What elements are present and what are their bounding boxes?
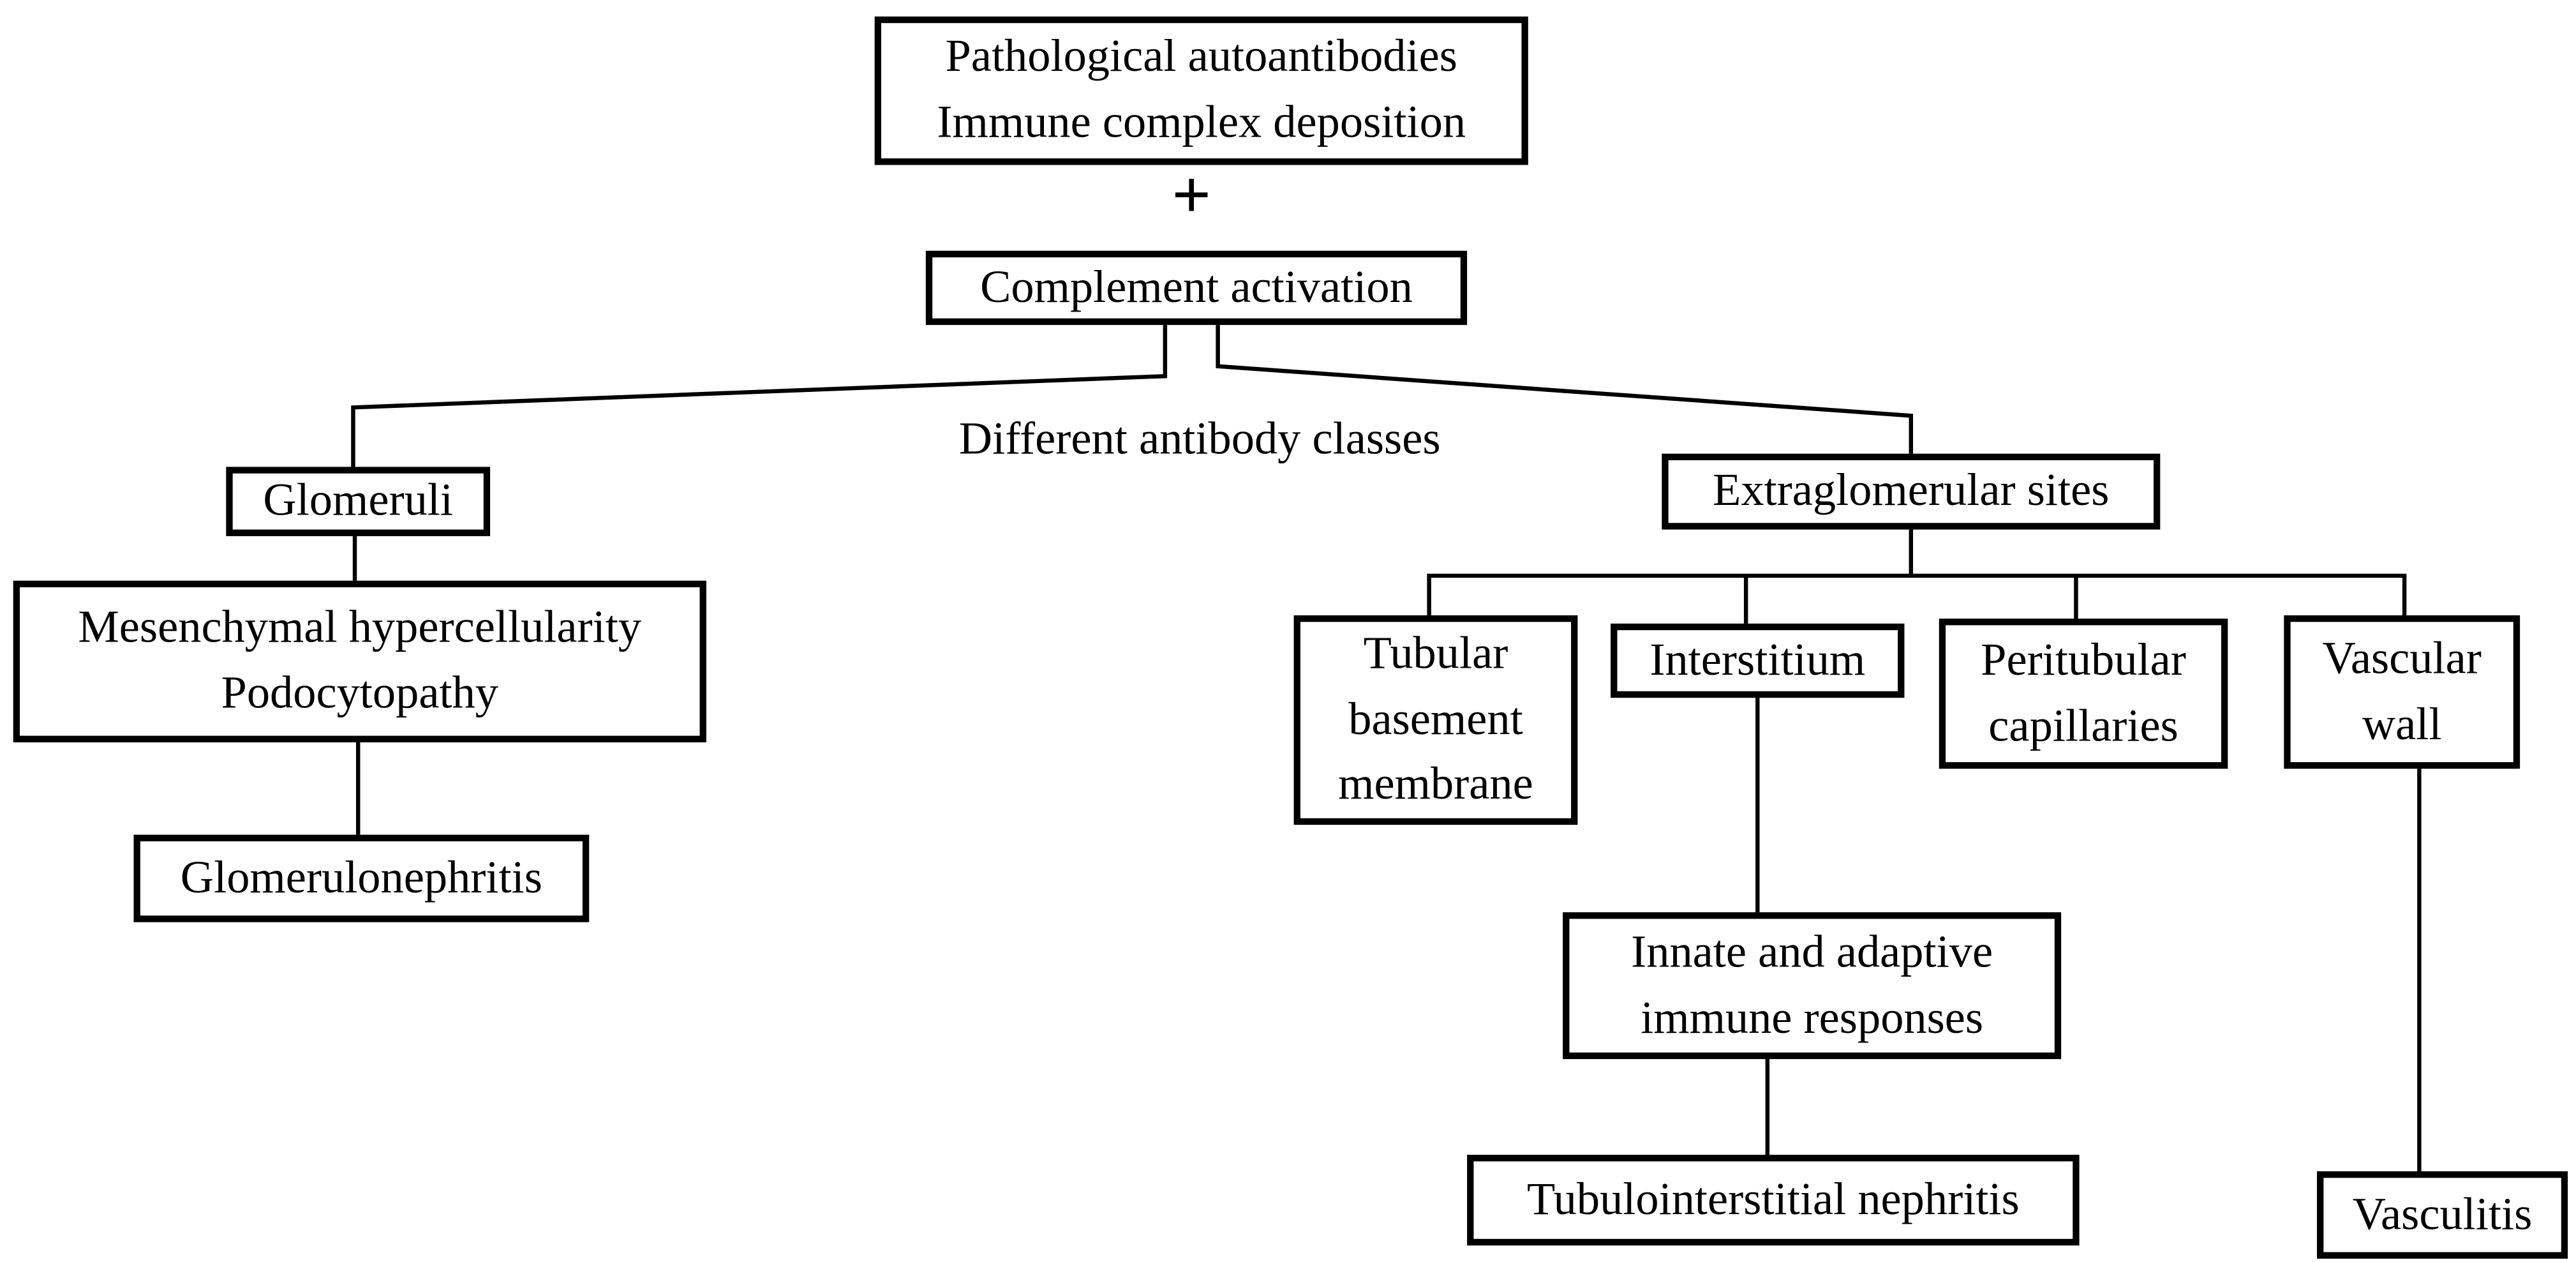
node-tubular-basement-membrane: Tubular basement membrane	[1293, 615, 1578, 825]
node-extraglomerular-sites: Extraglomerular sites	[1662, 453, 2161, 530]
node-glomerulonephritis-label: Glomerulonephritis	[180, 852, 542, 904]
node-interstitium: Interstitium	[1611, 623, 1905, 698]
node-tubular-line-2: basement	[1348, 694, 1523, 746]
node-mesenchymal-line-2: Podocytopathy	[221, 668, 499, 719]
node-complement-activation: Complement activation	[925, 250, 1468, 326]
node-peritubular-line-1: Peritubular	[1981, 635, 2186, 686]
node-innate-line-2: immune responses	[1641, 992, 1984, 1044]
node-mesenchymal-line-1: Mesenchymal hypercellularity	[78, 602, 642, 654]
node-innate-adaptive-immune-responses: Innate and adaptive immune responses	[1563, 912, 2062, 1060]
node-tubulointerstitial-nephritis: Tubulointerstitial nephritis	[1467, 1155, 2080, 1246]
label-different-antibody-classes: Different antibody classes	[958, 414, 1441, 465]
node-tubulointerstitial-label: Tubulointerstitial nephritis	[1526, 1174, 2020, 1226]
node-glomeruli: Glomeruli	[226, 467, 491, 536]
node-vascular-line-2: wall	[2362, 698, 2442, 750]
node-tubular-line-3: membrane	[1338, 759, 1533, 811]
node-pathological-line-1: Pathological autoantibodies	[945, 31, 1457, 83]
node-glomeruli-label: Glomeruli	[263, 475, 454, 527]
node-peritubular-capillaries: Peritubular capillaries	[1939, 619, 2228, 769]
node-complement-label: Complement activation	[980, 261, 1413, 313]
node-interstitium-label: Interstitium	[1649, 634, 1866, 686]
node-mesenchymal-hypercellularity: Mesenchymal hypercellularity Podocytopat…	[13, 580, 706, 742]
node-vascular-line-1: Vascular	[2322, 633, 2482, 684]
edge-complement-glomeruli	[351, 325, 1168, 474]
node-vasculitis: Vasculitis	[2317, 1171, 2568, 1259]
node-innate-line-1: Innate and adaptive	[1631, 926, 1993, 978]
node-glomerulonephritis: Glomerulonephritis	[133, 834, 590, 922]
node-vasculitis-label: Vasculitis	[2352, 1189, 2533, 1240]
node-tubular-line-1: Tubular	[1363, 628, 1508, 680]
node-vascular-wall: Vascular wall	[2284, 615, 2520, 769]
node-peritubular-line-2: capillaries	[1988, 700, 2178, 752]
node-pathological-line-2: Immune complex deposition	[937, 97, 1466, 149]
plus-operator: +	[1172, 158, 1212, 234]
node-pathological-autoantibodies: Pathological autoantibodies Immune compl…	[874, 16, 1528, 165]
edge-complement-extraglomerular	[1216, 325, 1914, 461]
node-extraglomerular-label: Extraglomerular sites	[1713, 465, 2110, 517]
